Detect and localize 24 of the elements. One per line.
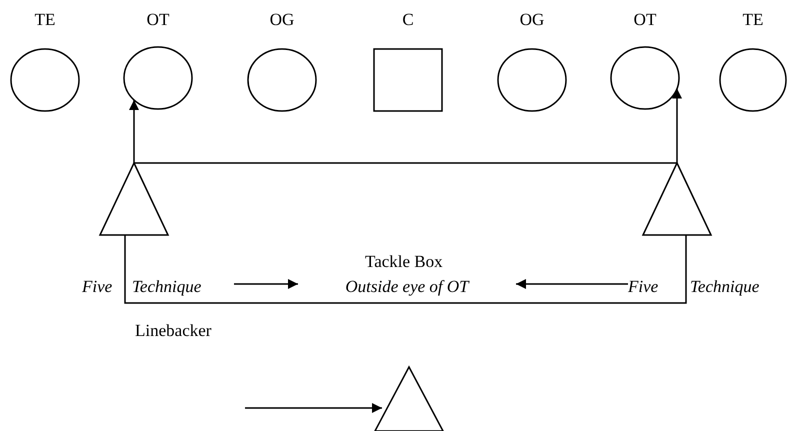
position-label: TE <box>34 10 56 30</box>
defender-triangle <box>643 163 711 235</box>
arrow <box>129 100 139 163</box>
technique-label: Technique <box>132 277 202 297</box>
position-label: OT <box>634 10 656 30</box>
technique-label: Technique <box>690 277 760 297</box>
connector-line <box>124 235 687 304</box>
arrow <box>516 279 628 289</box>
position-label: TE <box>742 10 764 30</box>
position-label: OG <box>520 10 544 30</box>
defender-triangle <box>375 367 443 431</box>
position-label: C <box>402 10 414 30</box>
position-label: OT <box>146 10 170 30</box>
technique-label: Five <box>82 277 112 297</box>
defender-triangle <box>100 163 168 235</box>
position-label: Linebacker <box>135 321 212 341</box>
arrow <box>245 403 382 413</box>
connector-line <box>134 162 677 164</box>
arrow <box>672 88 682 163</box>
zone-label: Tackle Box <box>365 252 443 272</box>
technique-label: Outside eye of OT <box>345 277 469 297</box>
technique-label: Five <box>628 277 658 297</box>
arrow <box>234 279 298 289</box>
position-label: OG <box>270 10 294 30</box>
